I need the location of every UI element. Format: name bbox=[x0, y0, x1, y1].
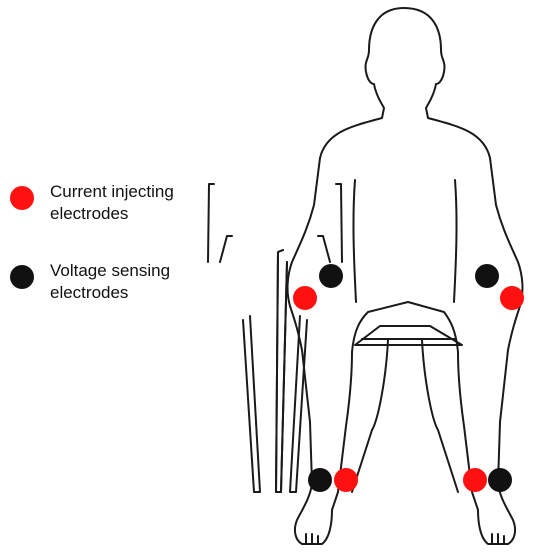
current-electrode-legend-dot bbox=[10, 186, 34, 210]
left-ankle-current-electrode bbox=[463, 468, 487, 492]
chair-left-frame-strut bbox=[335, 183, 343, 263]
body-outline bbox=[286, 7, 524, 545]
chair-left-backrest bbox=[317, 235, 331, 263]
chair-right-backrest bbox=[219, 235, 233, 263]
chair-right-rear-leg bbox=[275, 249, 288, 493]
legend-voltage-label: Voltage sensing electrodes bbox=[50, 261, 171, 302]
legend-voltage: Voltage sensing electrodes bbox=[10, 260, 240, 304]
right-ankle-current-electrode bbox=[334, 468, 358, 492]
voltage-electrode-legend-dot bbox=[10, 265, 34, 289]
body-right-arm-inner bbox=[453, 179, 458, 303]
body-right-leg-inner bbox=[421, 339, 459, 493]
right-ankle-voltage-electrode bbox=[308, 468, 332, 492]
body-left-foot-toes bbox=[305, 533, 319, 545]
chair-right-frame-strut bbox=[207, 183, 215, 263]
left-wrist-current-electrode bbox=[500, 286, 524, 310]
left-ankle-voltage-electrode bbox=[488, 468, 512, 492]
right-wrist-voltage-electrode bbox=[319, 264, 343, 288]
right-wrist-current-electrode bbox=[293, 286, 317, 310]
chair-seat-front bbox=[354, 325, 463, 346]
chair-left-front-leg bbox=[289, 315, 308, 493]
body-left-arm-inner bbox=[352, 179, 357, 303]
legend-current: Current injecting electrodes bbox=[10, 181, 240, 225]
left-wrist-voltage-electrode bbox=[475, 264, 499, 288]
legend-current-label: Current injecting electrodes bbox=[50, 182, 174, 223]
body-left-leg-inner bbox=[351, 339, 389, 493]
body-right-foot-toes bbox=[491, 533, 505, 545]
chair-right-front-leg bbox=[242, 315, 261, 493]
